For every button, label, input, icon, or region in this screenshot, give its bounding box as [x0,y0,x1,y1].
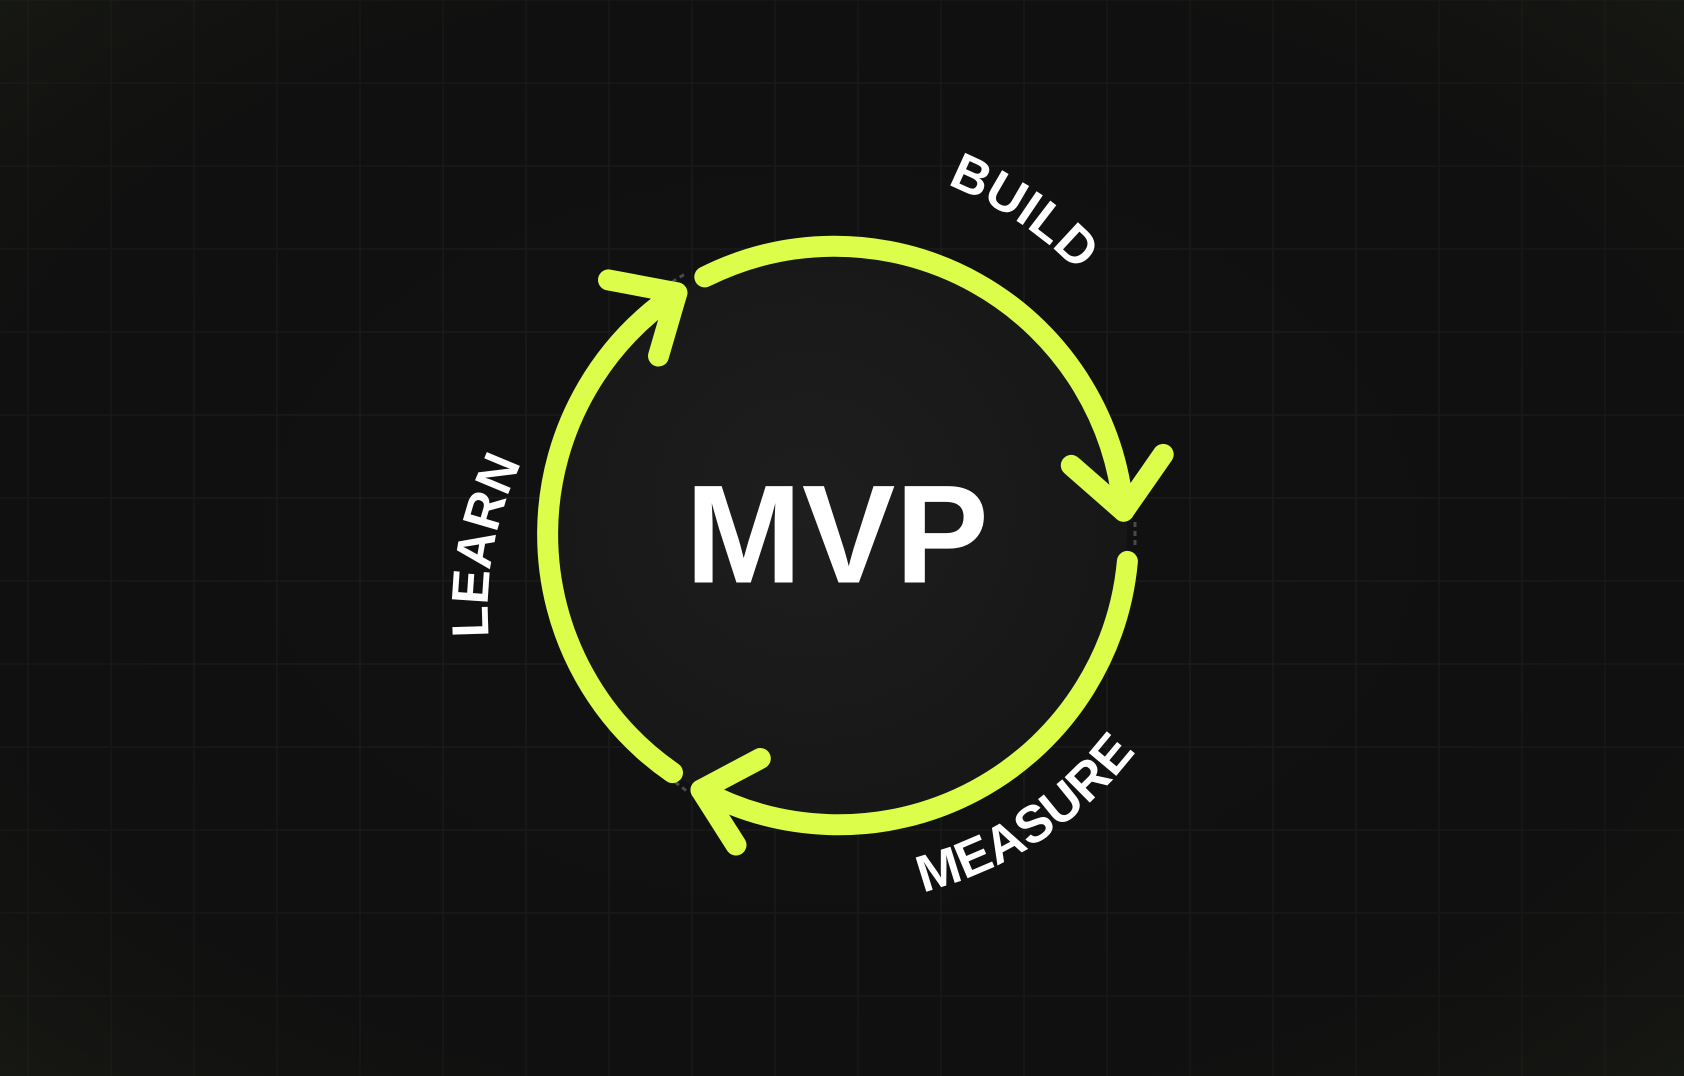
measure-arc [690,550,1138,836]
gap-ticks [671,272,1137,794]
build-arc [694,235,1135,522]
build-arrowhead [1060,443,1174,522]
center-label: MVP [685,456,988,613]
learn-arrowhead [598,269,688,367]
gap-tick-top [671,272,686,284]
inner-disc [547,244,1127,824]
measure-arrowhead [690,748,771,856]
learn-arc [537,282,688,784]
gap-tick-bottom [674,780,689,794]
